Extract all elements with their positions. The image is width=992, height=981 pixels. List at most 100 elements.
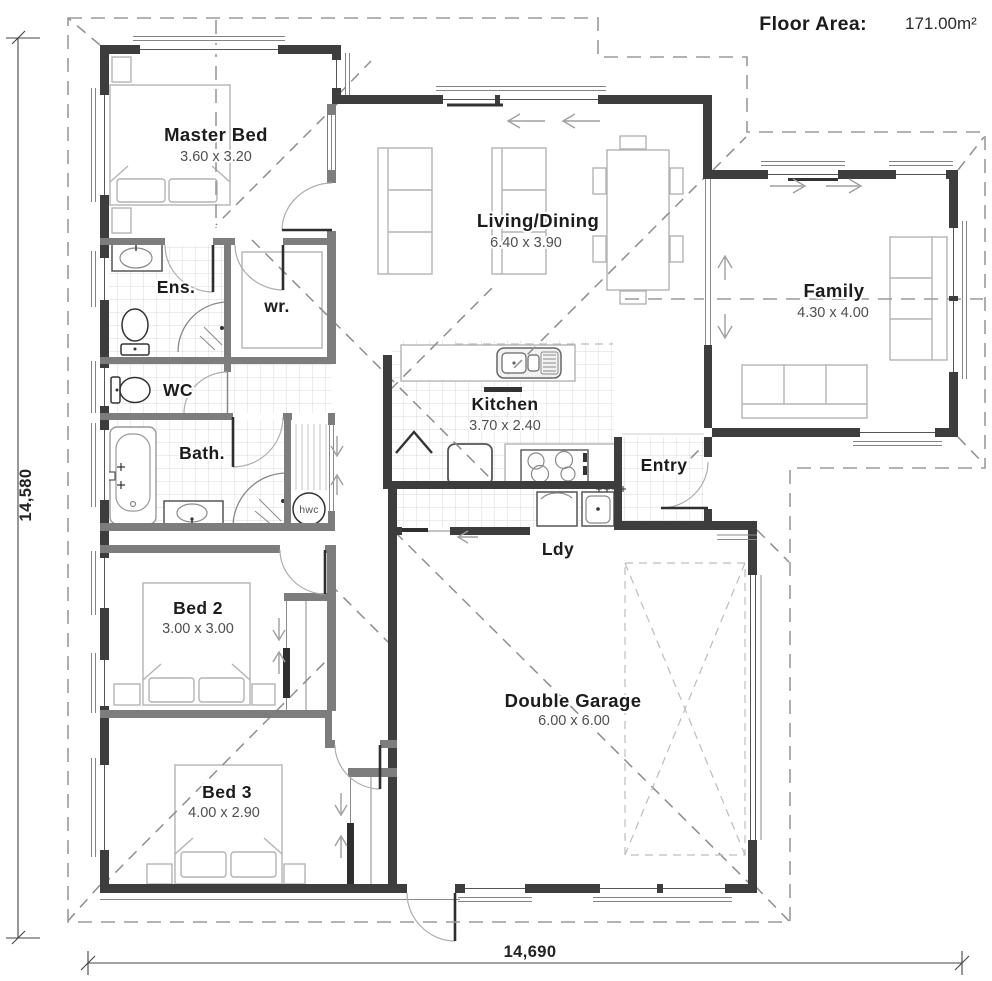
kitchen-dims: 3.70 x 2.40 — [469, 418, 541, 434]
window-master-top — [133, 36, 285, 54]
kitchen-label: Kitchen — [472, 394, 539, 414]
window-bed2-b — [91, 653, 109, 713]
master-door — [281, 182, 333, 232]
family-slider-track — [704, 179, 712, 345]
front-door — [660, 461, 709, 510]
living-sofa-1 — [377, 147, 433, 275]
arrow-down-icon — [272, 618, 286, 642]
bed2-door — [279, 549, 327, 595]
linen-slider-track — [328, 425, 335, 511]
arrow-down-icon — [717, 314, 733, 340]
living-sofa-2 — [491, 147, 547, 275]
arrow-up-icon — [330, 473, 344, 495]
washing-machine-icon — [536, 491, 578, 527]
garage-label: Double Garage — [505, 690, 642, 711]
bed2-label: Bed 2 — [173, 598, 223, 618]
window-wc — [91, 361, 109, 413]
wr-label: wr. — [263, 296, 290, 316]
bed2-wardrobe-slider — [283, 648, 290, 698]
bath-vanity — [163, 500, 224, 528]
roof-eaves-outline — [67, 17, 986, 923]
entry-label: Entry — [641, 455, 688, 475]
arrow-left-icon — [561, 113, 600, 129]
pantry-corner-icon — [395, 430, 433, 454]
window-bed3 — [91, 758, 109, 857]
window-family-right — [949, 221, 967, 379]
arrow-right-icon — [826, 178, 863, 194]
bathroom-fixtures — [105, 424, 327, 528]
fridge-icon — [447, 443, 493, 486]
wc-fixtures — [110, 376, 151, 404]
arrow-right-icon — [770, 178, 807, 194]
garage-door — [748, 575, 762, 840]
ens-door — [164, 244, 215, 293]
arrow-up-icon — [334, 834, 348, 858]
bed3-door — [334, 744, 382, 790]
window-living-top — [436, 86, 606, 107]
ensuite-fixtures — [111, 243, 229, 356]
wc-door — [183, 371, 229, 414]
garage-storage-outline — [624, 562, 746, 856]
garage-rear-door — [406, 892, 457, 942]
roof-lines — [67, 17, 985, 922]
master-bed-furniture — [109, 56, 231, 234]
doors — [164, 182, 709, 942]
garage-dims: 6.00 x 6.00 — [538, 713, 610, 729]
slider-arrows — [272, 113, 863, 858]
window-family-top-b — [889, 161, 953, 179]
living-dining-label: Living/Dining — [477, 210, 599, 231]
window-garage-b — [593, 884, 732, 902]
wc-label: WC — [163, 380, 193, 400]
family-sofa-bottom — [741, 364, 868, 419]
arrow-left-icon — [456, 530, 478, 544]
dimension-height: 14,580 — [17, 469, 35, 522]
laundry-fixtures — [536, 486, 626, 527]
bed3-wardrobe-slider — [347, 823, 354, 884]
windows — [91, 36, 967, 902]
ens-toilet-icon — [120, 308, 150, 356]
hwc-label: hwc — [299, 504, 319, 516]
kitchen-sink-icon — [496, 347, 562, 379]
family-sofa-right — [889, 236, 948, 361]
floor-area-label: Floor Area: — [759, 13, 867, 35]
window-step — [332, 53, 350, 95]
arrow-up-icon — [717, 254, 733, 280]
master-bed-label: Master Bed — [164, 124, 268, 145]
room-labels: Master Bed 3.60 x 3.20 Living/Dining 6.4… — [155, 122, 871, 823]
window-ens — [91, 251, 109, 307]
window-garage-a — [458, 884, 532, 902]
ens-label: Ens. — [157, 277, 196, 297]
dining-table — [592, 135, 684, 305]
bath-shower-icon — [232, 472, 288, 528]
dishwasher-mark — [484, 387, 522, 392]
bath-label: Bath. — [179, 443, 225, 463]
kitchen-fixtures — [395, 344, 621, 486]
arrow-up-icon — [272, 650, 286, 674]
furniture — [109, 56, 948, 885]
arrow-down-icon — [330, 436, 344, 458]
family-label: Family — [803, 280, 864, 301]
laundry-slider — [402, 527, 450, 535]
wr-door — [234, 244, 285, 291]
arrow-down-icon — [334, 793, 348, 817]
window-bed2-a — [91, 551, 109, 615]
window-bath — [91, 423, 109, 507]
interior-walls — [100, 104, 397, 777]
ldy-label: Ldy — [542, 539, 574, 559]
wc-toilet-icon — [110, 376, 151, 404]
window-family-bottom — [853, 428, 942, 446]
window-master-left — [91, 88, 109, 202]
bed3-dims: 4.00 x 2.90 — [188, 805, 260, 821]
dimension-lines: 14,580 14,690 — [6, 30, 970, 975]
linen-shelves — [295, 424, 327, 490]
header: Floor Area: 171.00m² — [759, 13, 977, 35]
family-dims: 4.30 x 4.00 — [797, 305, 869, 321]
arrow-left-icon — [506, 113, 545, 129]
bath-door — [231, 416, 284, 468]
floor-area-value: 171.00m² — [905, 14, 977, 33]
living-dining-dims: 6.40 x 3.90 — [490, 235, 562, 251]
bed2-dims: 3.00 x 3.00 — [162, 621, 234, 637]
bed2-furniture — [113, 582, 276, 706]
